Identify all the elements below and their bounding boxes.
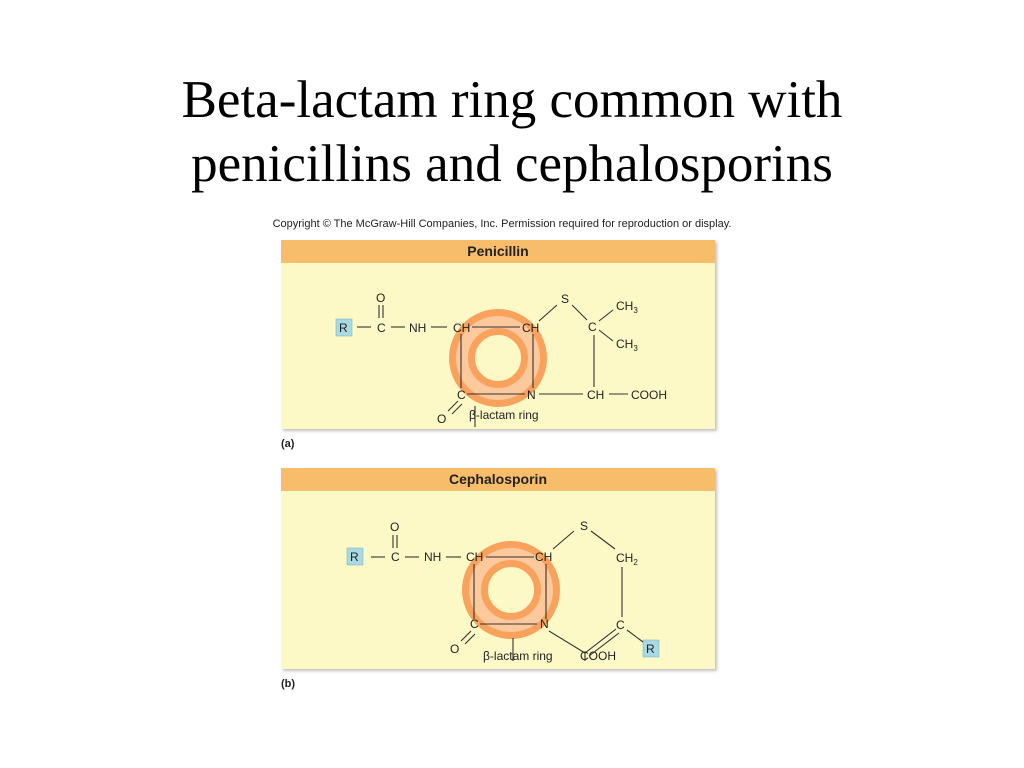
- atom-n: N: [540, 617, 549, 631]
- atom-ch-right: CH: [522, 321, 539, 335]
- atom-o-top: O: [376, 291, 385, 305]
- atom-carbonyl-c: C: [391, 550, 400, 564]
- r2-group-box: [642, 639, 660, 658]
- title-line-2: penicillins and cephalosporins: [191, 135, 833, 193]
- bond: [626, 629, 644, 643]
- bond: [571, 304, 588, 321]
- atom-cooh: COOH: [580, 649, 616, 663]
- atom-o-ring: O: [450, 642, 459, 656]
- r-group-box: [346, 547, 364, 566]
- bond: [552, 530, 575, 550]
- atom-nh: NH: [409, 321, 426, 335]
- atom-s: S: [580, 519, 588, 533]
- atom-ch-left: CH: [466, 550, 483, 564]
- bond: [464, 633, 476, 645]
- penicillin-structure: R C O NH CH CH C N O S C CH3 CH3 CH COOH: [335, 291, 667, 427]
- slide-title: Beta-lactam ring common with penicillins…: [0, 68, 1024, 196]
- bond: [590, 530, 616, 550]
- figure-label-a: (a): [281, 438, 295, 450]
- beta-lactam-ring-glow: [469, 548, 553, 632]
- cephalosporin-panel: Cephalosporin R C O NH CH CH C N O S CH2…: [281, 468, 715, 669]
- atom-r2: R: [646, 642, 655, 656]
- bond: [584, 628, 617, 654]
- penicillin-header: Penicillin: [281, 240, 715, 263]
- atom-s: S: [561, 292, 569, 306]
- atom-c-ring: C: [457, 388, 466, 402]
- atom-ch-bottom: CH: [587, 388, 604, 402]
- title-line-1: Beta-lactam ring common with: [181, 71, 843, 129]
- atom-r: R: [350, 550, 359, 564]
- atom-ch-right: CH: [535, 550, 552, 564]
- atom-ch-left: CH: [453, 321, 470, 335]
- bond: [451, 403, 463, 415]
- atom-ch3-b: CH3: [616, 337, 638, 353]
- bond: [598, 329, 614, 342]
- beta-lactam-ring-label: β-lactam ring: [469, 408, 539, 422]
- copyright-notice: Copyright © The McGraw-Hill Companies, I…: [272, 218, 732, 230]
- beta-lactam-ring-label: β-lactam ring: [483, 649, 553, 663]
- cephalosporin-header: Cephalosporin: [281, 468, 715, 491]
- atom-ch2: CH2: [616, 551, 638, 567]
- bond: [588, 632, 620, 657]
- bond: [598, 309, 614, 322]
- atom-c-ring: C: [470, 617, 479, 631]
- atom-n: N: [527, 388, 536, 402]
- bond: [460, 630, 472, 642]
- atom-nh: NH: [424, 550, 441, 564]
- cephalosporin-structure: R C O NH CH CH C N O S CH2 C R: [346, 519, 660, 661]
- atom-carbonyl-c: C: [377, 321, 386, 335]
- figure-label-b: (b): [281, 678, 296, 690]
- bond: [548, 630, 586, 654]
- atom-r: R: [339, 321, 348, 335]
- penicillin-panel: Penicillin R C O NH CH CH C N O S C CH3 …: [281, 240, 715, 429]
- atom-c-right: C: [616, 618, 625, 632]
- bond: [538, 304, 558, 322]
- r-group-box: [335, 318, 353, 337]
- atom-o-top: O: [390, 520, 399, 534]
- bond: [447, 400, 459, 412]
- atom-c-quat: C: [588, 320, 597, 334]
- atom-ch3-a: CH3: [616, 299, 638, 315]
- atom-o-ring: O: [437, 412, 446, 426]
- atom-cooh: COOH: [631, 388, 667, 402]
